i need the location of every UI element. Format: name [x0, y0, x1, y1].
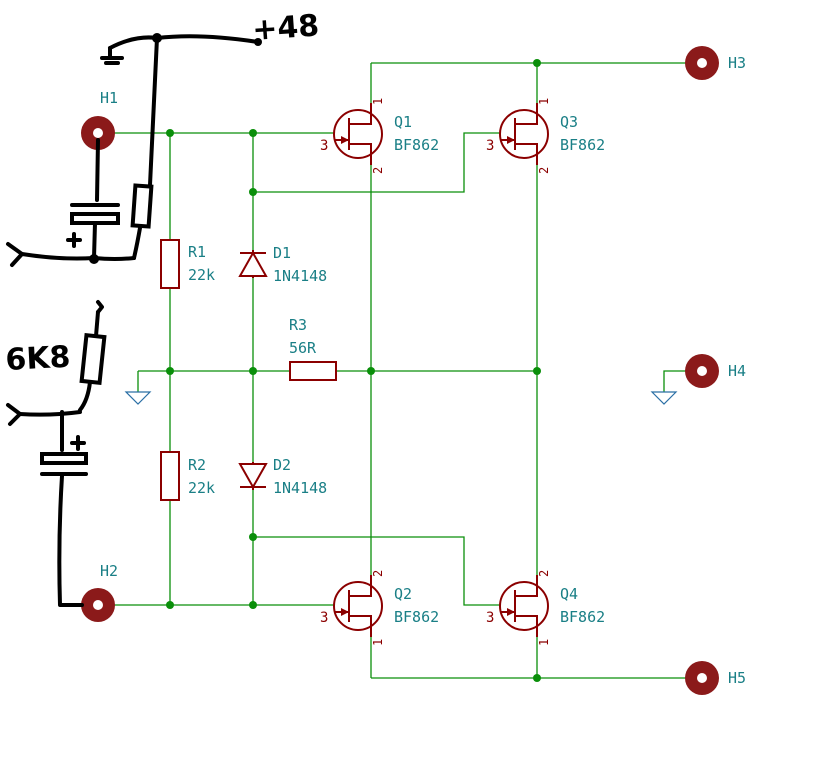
q1-pin2: 2: [371, 167, 385, 174]
resistor-r2[interactable]: R2 22k: [160, 451, 215, 501]
junction-dots: [166, 59, 541, 682]
diode-d2-value: 1N4148: [273, 479, 327, 497]
transistor-q2-ref: Q2: [394, 585, 412, 603]
resistor-r1[interactable]: R1 22k: [160, 239, 215, 289]
header-h2-label: H2: [100, 562, 118, 580]
q3-pin1: 1: [537, 98, 551, 105]
q4-pin2: 2: [537, 570, 551, 577]
header-h4[interactable]: H4: [685, 354, 746, 388]
transistor-q1-ref: Q1: [394, 113, 412, 131]
resistor-r1-value: 22k: [188, 266, 215, 284]
header-h5-label: H5: [728, 669, 746, 687]
transistor-q3-value: BF862: [560, 136, 605, 154]
header-h3[interactable]: H3: [685, 46, 746, 80]
resistor-r1-ref: R1: [188, 243, 206, 261]
header-h1-label: H1: [100, 89, 118, 107]
resistor-r3-value: 56R: [289, 339, 317, 357]
transistor-q4-ref: Q4: [560, 585, 578, 603]
diode-d1[interactable]: D1 1N4148: [238, 244, 327, 285]
transistor-q1-value: BF862: [394, 136, 439, 154]
q2-pin1: 1: [371, 639, 385, 646]
q1-pin3: 3: [320, 138, 328, 154]
transistor-q4[interactable]: 2 1 3 Q4 BF862: [486, 570, 605, 646]
ground-symbol-left: [124, 391, 152, 405]
q3-pin2: 2: [537, 167, 551, 174]
transistor-q2-value: BF862: [394, 608, 439, 626]
q1-pin1: 1: [371, 98, 385, 105]
transistor-q3-ref: Q3: [560, 113, 578, 131]
q2-pin3: 3: [320, 610, 328, 626]
diode-d2[interactable]: D2 1N4148: [238, 456, 327, 497]
transistor-q3[interactable]: 1 2 3 Q3 BF862: [486, 98, 605, 174]
handwritten-resistor-label: 6K8: [5, 340, 72, 378]
ground-symbol-h4: [650, 391, 678, 405]
resistor-r2-ref: R2: [188, 456, 206, 474]
transistor-q2[interactable]: 2 1 3 Q2 BF862: [320, 570, 439, 646]
transistor-q1[interactable]: 1 2 3 Q1 BF862: [320, 98, 439, 174]
header-h1[interactable]: H1: [81, 89, 118, 150]
q4-pin3: 3: [486, 610, 494, 626]
resistor-r3-ref: R3: [289, 316, 307, 334]
diode-d2-ref: D2: [273, 456, 291, 474]
handwritten-supply-label: +48: [251, 8, 320, 48]
header-h3-label: H3: [728, 54, 746, 72]
q4-pin1: 1: [537, 639, 551, 646]
diode-d1-value: 1N4148: [273, 267, 327, 285]
handwritten-additions: [6, 33, 262, 607]
diode-d1-ref: D1: [273, 244, 291, 262]
resistor-r2-value: 22k: [188, 479, 215, 497]
transistor-q4-value: BF862: [560, 608, 605, 626]
header-h2[interactable]: H2: [81, 562, 118, 622]
header-h4-label: H4: [728, 362, 746, 380]
q2-pin2: 2: [371, 570, 385, 577]
q3-pin3: 3: [486, 138, 494, 154]
header-h5[interactable]: H5: [685, 661, 746, 695]
resistor-r3[interactable]: R3 56R: [289, 316, 337, 381]
